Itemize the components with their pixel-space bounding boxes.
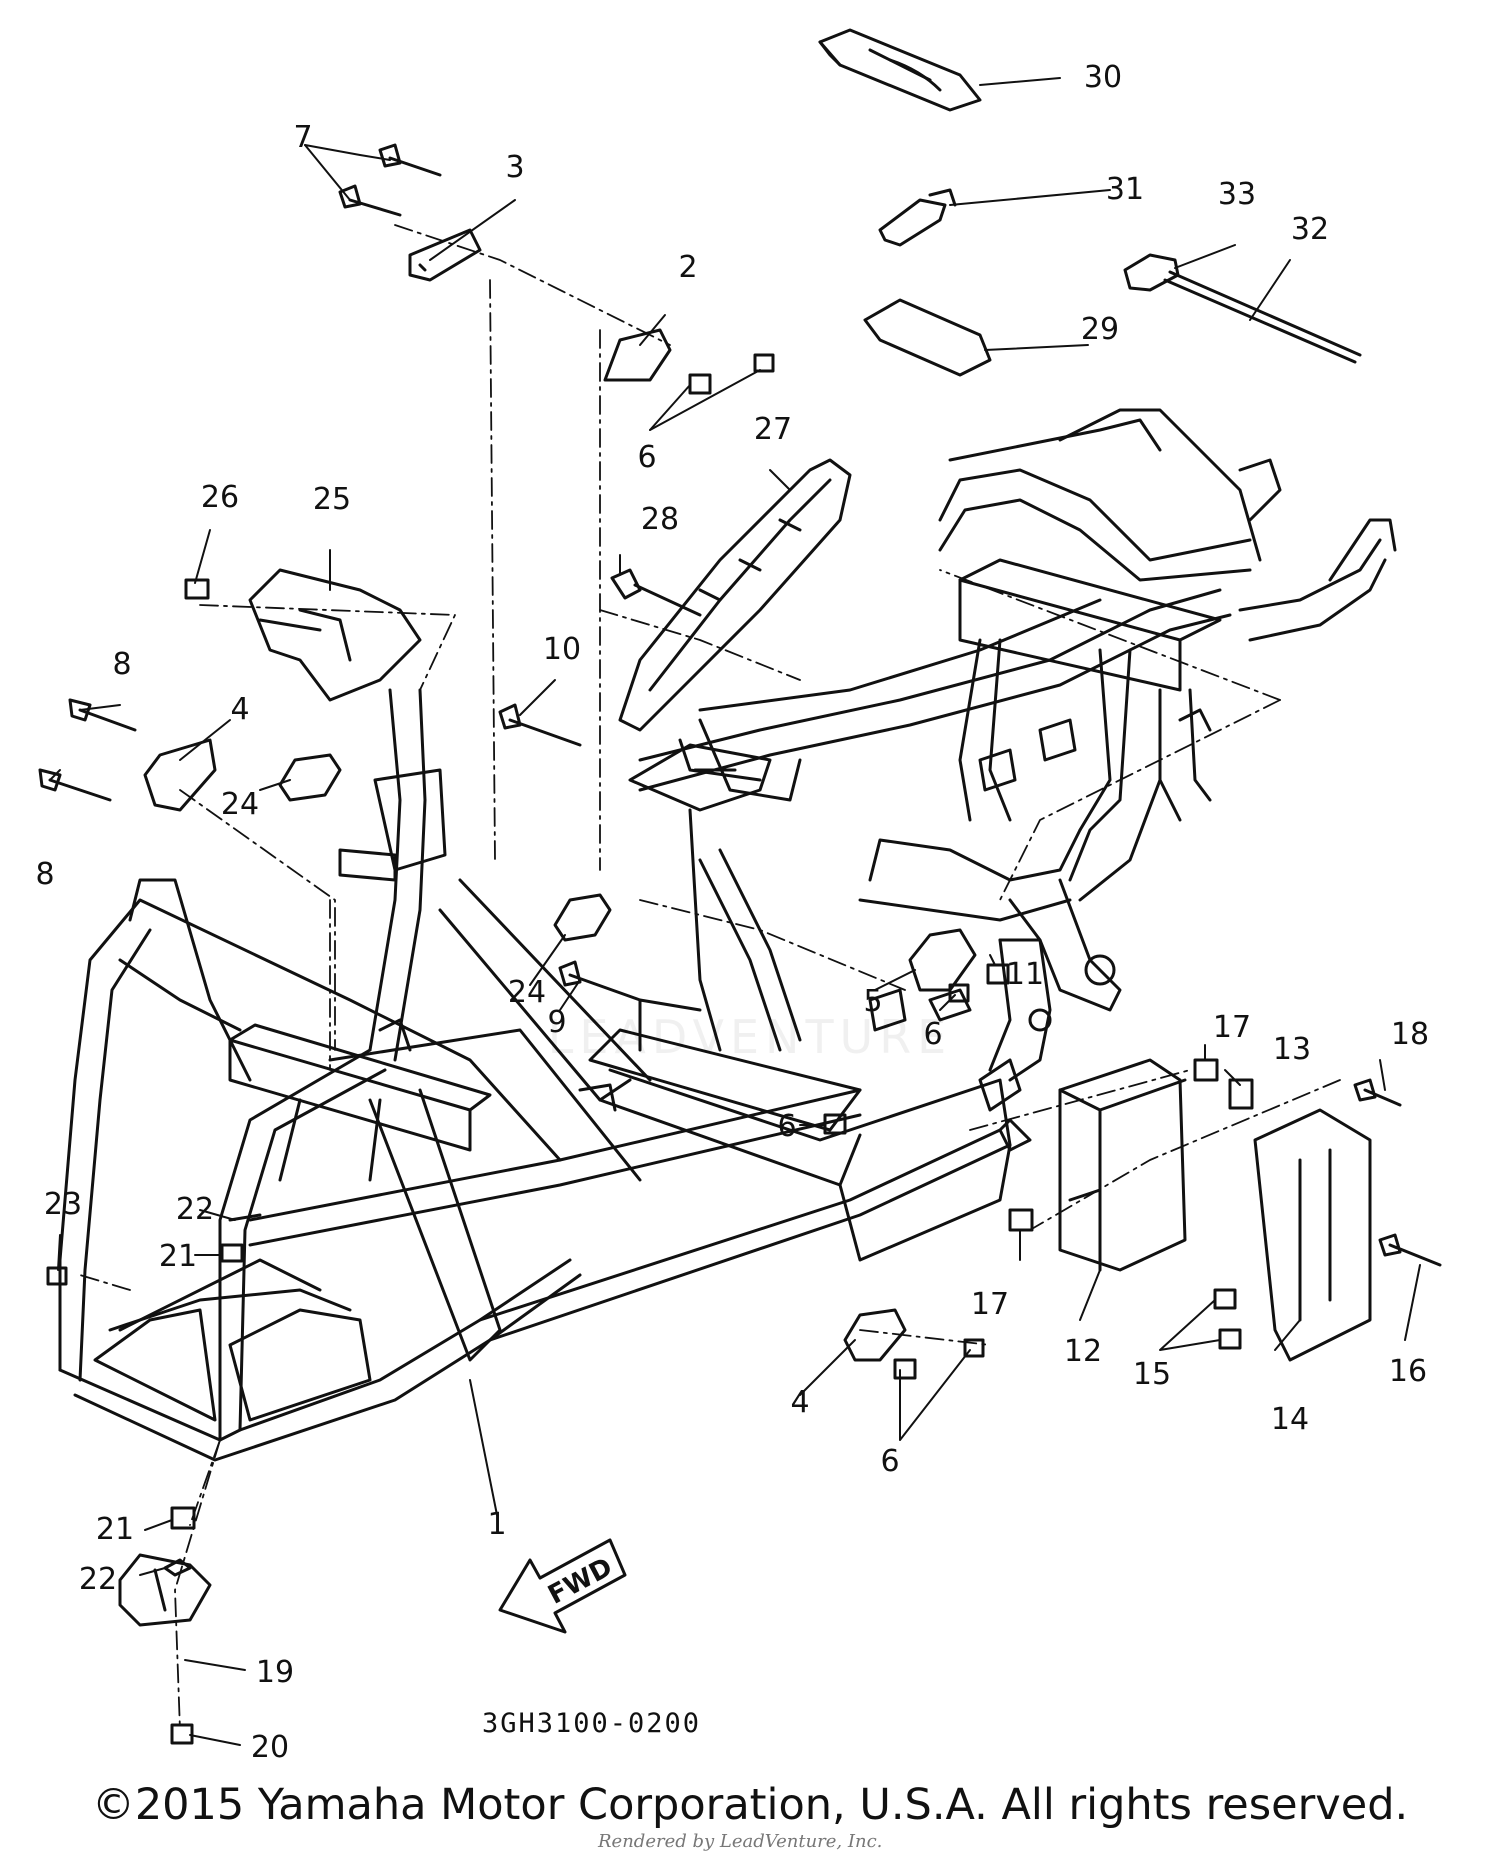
callout-20: 20 — [250, 1730, 290, 1765]
callout-6d: 6 — [880, 1444, 900, 1479]
callout-18: 18 — [1390, 1017, 1430, 1052]
callout-22a: 22 — [175, 1192, 215, 1227]
callout-26: 26 — [200, 480, 240, 515]
part-11-bolt — [986, 963, 1010, 985]
leader-lines — [49, 77, 1421, 1746]
watermark: LEADVENTURE — [547, 1010, 953, 1064]
part-6-nuts — [688, 353, 985, 1380]
callout-27: 27 — [753, 412, 793, 447]
callout-13: 13 — [1272, 1032, 1312, 1067]
callout-28: 28 — [640, 502, 680, 537]
part-26-nut — [184, 578, 210, 600]
part-2-bracket — [603, 328, 672, 382]
part-30-strap — [818, 28, 982, 112]
callout-17a: 17 — [1212, 1010, 1252, 1045]
callout-15: 15 — [1132, 1357, 1172, 1392]
callout-24b: 24 — [507, 975, 547, 1010]
callout-9: 9 — [547, 1005, 567, 1040]
callout-8b: 8 — [35, 857, 55, 892]
callout-23: 23 — [43, 1187, 83, 1222]
main-frame — [58, 408, 1397, 1462]
callout-8a: 8 — [112, 647, 132, 682]
fwd-arrow — [498, 1538, 627, 1634]
part-23-bolt — [46, 1266, 68, 1286]
part-7-bolts — [338, 143, 442, 217]
callout-21a: 21 — [158, 1239, 198, 1274]
callout-5: 5 — [863, 984, 883, 1019]
part-4-plate — [143, 738, 907, 1362]
part-25-bracket — [248, 568, 422, 702]
part-8-bolts — [38, 698, 137, 802]
callout-31: 31 — [1105, 172, 1145, 207]
callout-16: 16 — [1388, 1354, 1428, 1389]
callout-25: 25 — [312, 482, 352, 517]
callout-6c: 6 — [777, 1109, 797, 1144]
part-19-bracket — [118, 1553, 212, 1627]
part-13-block — [1228, 1078, 1254, 1110]
part-10-bolt — [498, 703, 582, 747]
callout-4a: 4 — [230, 692, 250, 727]
callout-30: 30 — [1083, 60, 1123, 95]
part-27-fender — [618, 458, 852, 732]
callout-14: 14 — [1270, 1402, 1310, 1437]
callout-17b: 17 — [970, 1287, 1010, 1322]
part-31-clip — [878, 188, 957, 247]
callout-2: 2 — [678, 250, 698, 285]
callout-12: 12 — [1063, 1334, 1103, 1369]
callout-11: 11 — [1005, 957, 1045, 992]
callout-22b: 22 — [78, 1562, 118, 1597]
callout-21b: 21 — [95, 1512, 135, 1547]
part-9-bolt — [558, 960, 642, 1002]
callout-19: 19 — [255, 1655, 295, 1690]
part-21-grommets — [170, 1243, 244, 1530]
part-3-bracket — [408, 228, 482, 282]
callout-29: 29 — [1080, 312, 1120, 347]
part-14-cover — [1253, 1108, 1372, 1362]
callout-24a: 24 — [220, 787, 260, 822]
copyright-notice: ©2015 Yamaha Motor Corporation, U.S.A. A… — [91, 1780, 1409, 1830]
part-28-bolt — [610, 568, 702, 617]
part-32-33-tool — [1123, 253, 1362, 364]
callout-32: 32 — [1290, 212, 1330, 247]
part-29-cover — [863, 298, 992, 377]
part-20-bolt — [170, 1723, 194, 1745]
fwd-label: FWD — [543, 1552, 617, 1610]
callout-1: 1 — [487, 1507, 507, 1542]
part-18-bolt — [1353, 1078, 1402, 1107]
callout-10: 10 — [542, 632, 582, 667]
part-12-battery-box — [1058, 1058, 1187, 1272]
callout-33: 33 — [1217, 177, 1257, 212]
part-24-damper — [278, 753, 612, 942]
callout-4b: 4 — [790, 1385, 810, 1420]
assembly-lines — [79, 224, 1341, 1731]
callout-3: 3 — [505, 150, 525, 185]
callout-6b: 6 — [923, 1017, 943, 1052]
rendered-by-note: Rendered by LeadVenture, Inc. — [598, 1831, 883, 1852]
part-16-bolt — [1378, 1233, 1442, 1267]
callout-6a: 6 — [637, 440, 657, 475]
callout-7: 7 — [293, 120, 313, 155]
part-5-plate — [908, 928, 977, 992]
part-diagram-code: 3GH3100-0200 — [482, 1708, 702, 1739]
